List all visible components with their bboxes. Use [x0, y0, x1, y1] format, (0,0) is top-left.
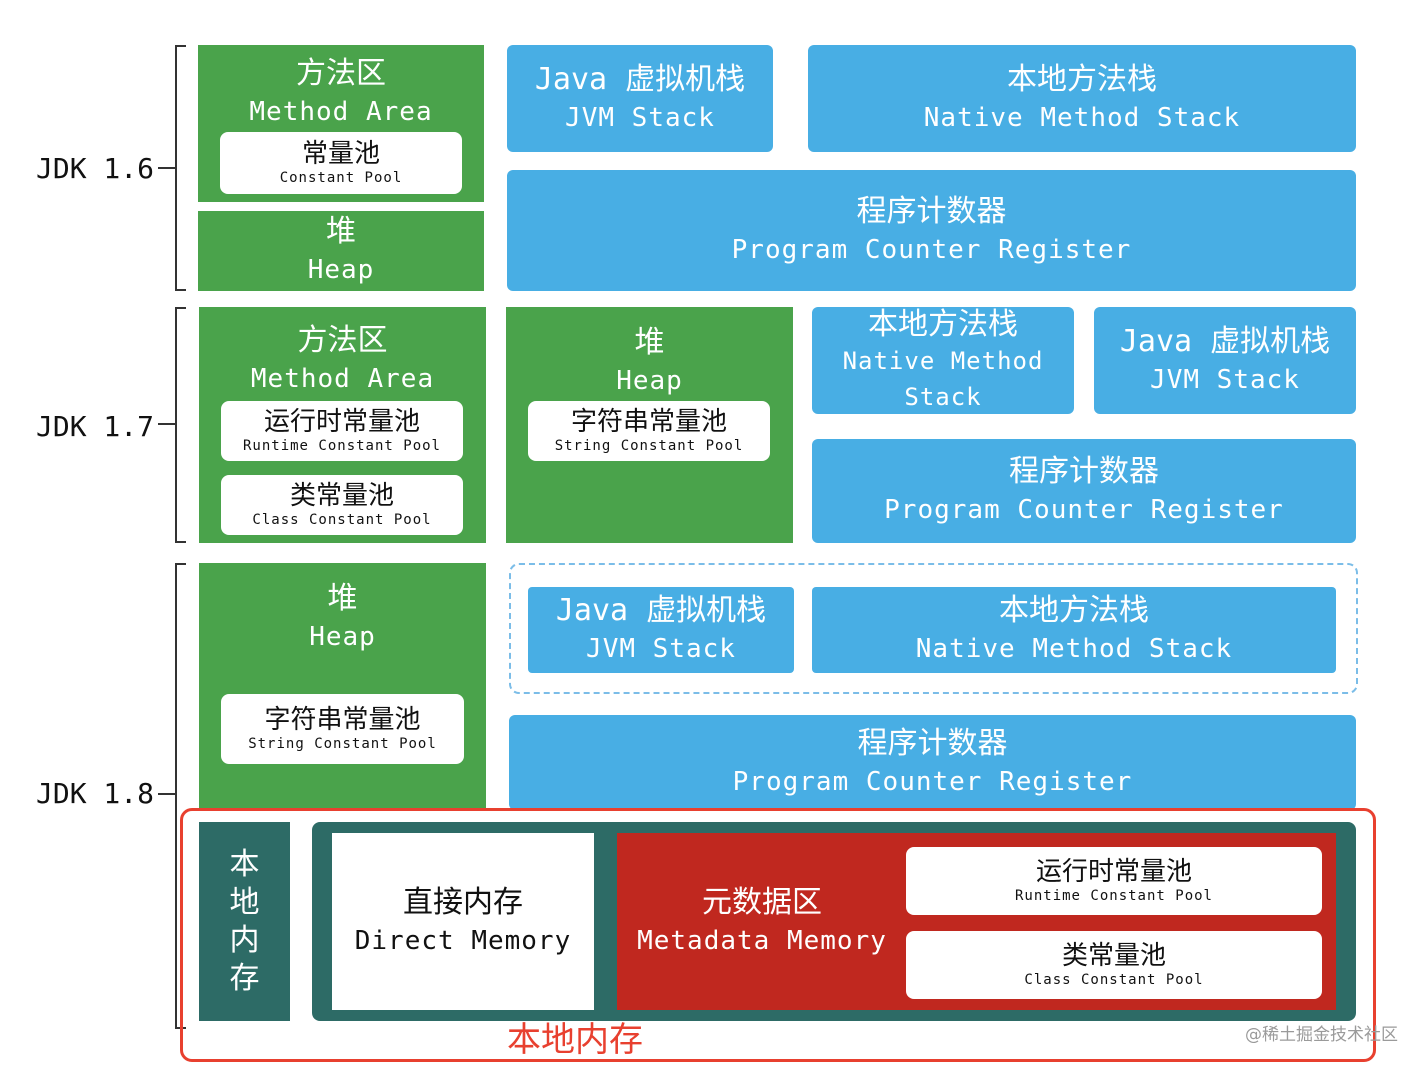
- jdk18-metadata-en: Metadata Memory: [637, 925, 887, 956]
- watermark: @稀土掘金技术社区: [1245, 1025, 1398, 1045]
- jdk17-program-counter: 程序计数器 Program Counter Register: [812, 439, 1356, 543]
- jdk18-label: JDK 1.8: [36, 777, 155, 810]
- jdk16-native-stack-cn: 本地方法栈: [1007, 61, 1157, 97]
- jdk18-runtime-pool-cn: 运行时常量池: [1035, 857, 1192, 887]
- jdk18-string-constant-pool: 字符串常量池 String Constant Pool: [221, 694, 464, 764]
- jdk17-pc-en: Program Counter Register: [884, 495, 1284, 525]
- jdk17-bracket: [158, 307, 186, 543]
- jdk17-heap-en: Heap: [616, 366, 683, 396]
- jdk17-runtime-pool-cn: 运行时常量池: [263, 407, 420, 437]
- native-memory-char-2: 地: [229, 884, 260, 920]
- jdk18-jvm-stack: Java 虚拟机栈 JVM Stack: [528, 587, 794, 673]
- jdk17-label: JDK 1.7: [36, 410, 155, 443]
- jdk18-native-stack: 本地方法栈 Native Method Stack: [812, 587, 1336, 673]
- jdk17-class-pool-cn: 类常量池: [289, 481, 394, 511]
- jdk18-runtime-constant-pool: 运行时常量池 Runtime Constant Pool: [906, 847, 1322, 915]
- jdk18-direct-memory: 直接内存 Direct Memory: [332, 833, 594, 1010]
- jdk18-native-stack-cn: 本地方法栈: [999, 593, 1149, 628]
- jdk16-method-area-en: Method Area: [249, 97, 433, 127]
- jdk16-pc-en: Program Counter Register: [731, 234, 1132, 265]
- jdk16-bracket: [158, 45, 186, 291]
- jdk18-metadata-cn: 元数据区: [702, 884, 822, 920]
- native-memory-char-1: 本: [229, 846, 260, 882]
- jdk17-native-stack-en2: Stack: [904, 382, 982, 411]
- native-memory-char-3: 内: [229, 922, 260, 958]
- jdk16-label: JDK 1.6: [36, 152, 155, 185]
- jdk18-pc-cn: 程序计数器: [857, 725, 1008, 761]
- jdk18-jvm-stack-en: JVM Stack: [586, 634, 736, 664]
- native-memory-char-4: 存: [229, 960, 260, 996]
- jdk18-program-counter: 程序计数器 Program Counter Register: [509, 715, 1356, 810]
- native-memory-highlight-frame: [180, 808, 1376, 1062]
- jdk17-class-constant-pool: 类常量池 Class Constant Pool: [221, 475, 463, 535]
- jdk17-string-pool-en: String Constant Pool: [554, 438, 744, 454]
- jdk18-heap: 堆 Heap: [199, 563, 486, 810]
- jdk18-string-pool-en: String Constant Pool: [248, 736, 437, 752]
- jdk16-native-stack-en: Native Method Stack: [923, 102, 1241, 133]
- jdk18-class-constant-pool: 类常量池 Class Constant Pool: [906, 931, 1322, 999]
- jdk16-pc-cn: 程序计数器: [856, 193, 1007, 229]
- jdk17-heap-cn: 堆: [634, 325, 665, 360]
- jdk16-constant-pool-cn: 常量池: [301, 139, 380, 169]
- jdk16-constant-pool-en: Constant Pool: [279, 170, 403, 186]
- jdk18-heap-cn: 堆: [327, 581, 358, 616]
- jdk17-string-pool-cn: 字符串常量池: [570, 407, 727, 437]
- native-memory-label: 本地内存: [507, 1020, 643, 1060]
- jdk17-jvm-stack-cn: Java 虚拟机栈: [1119, 323, 1331, 359]
- jdk18-class-pool-cn: 类常量池: [1061, 941, 1166, 971]
- jdk17-class-pool-en: Class Constant Pool: [252, 512, 432, 528]
- jdk18-heap-en: Heap: [309, 622, 376, 652]
- jdk16-jvm-stack-cn: Java 虚拟机栈: [534, 61, 746, 97]
- jdk17-runtime-pool-en: Runtime Constant Pool: [242, 438, 441, 454]
- jdk18-jvm-stack-cn: Java 虚拟机栈: [555, 593, 767, 628]
- jdk18-native-memory-side: 本 地 内 存: [199, 822, 290, 1021]
- jdk16-jvm-stack-en: JVM Stack: [565, 102, 715, 133]
- jdk18-direct-memory-en: Direct Memory: [354, 925, 572, 956]
- jdk16-method-area-cn: 方法区: [296, 56, 386, 91]
- jdk18-pc-en: Program Counter Register: [732, 766, 1133, 797]
- jdk17-string-constant-pool: 字符串常量池 String Constant Pool: [528, 401, 770, 461]
- jdk16-jvm-stack: Java 虚拟机栈 JVM Stack: [507, 45, 773, 152]
- jdk18-class-pool-en: Class Constant Pool: [1024, 972, 1204, 988]
- jdk16-program-counter: 程序计数器 Program Counter Register: [507, 170, 1356, 291]
- jdk17-runtime-constant-pool: 运行时常量池 Runtime Constant Pool: [221, 401, 463, 461]
- jdk16-native-stack: 本地方法栈 Native Method Stack: [808, 45, 1356, 152]
- jdk16-heap: 堆 Heap: [198, 211, 484, 291]
- jdk17-method-area-cn: 方法区: [297, 323, 388, 358]
- jdk18-direct-memory-cn: 直接内存: [403, 884, 523, 920]
- jdk18-native-stack-en: Native Method Stack: [915, 634, 1233, 664]
- jdk17-pc-cn: 程序计数器: [1009, 454, 1159, 489]
- jdk18-thread-private-group: [509, 563, 1358, 694]
- jdk17-jvm-stack-en: JVM Stack: [1150, 364, 1300, 395]
- jdk18-runtime-pool-en: Runtime Constant Pool: [1014, 888, 1213, 904]
- jdk17-native-stack-en1: Native Method: [842, 346, 1044, 375]
- jdk18-string-pool-cn: 字符串常量池: [264, 705, 421, 735]
- jdk17-native-stack: 本地方法栈 Native Method Stack: [812, 307, 1074, 414]
- jdk16-constant-pool: 常量池 Constant Pool: [220, 132, 462, 194]
- jdk17-native-stack-cn: 本地方法栈: [868, 306, 1018, 342]
- jdk17-jvm-stack: Java 虚拟机栈 JVM Stack: [1094, 307, 1356, 414]
- jdk17-method-area-en: Method Area: [250, 364, 435, 394]
- jdk16-heap-cn: 堆: [326, 214, 356, 249]
- jdk16-heap-en: Heap: [307, 255, 375, 285]
